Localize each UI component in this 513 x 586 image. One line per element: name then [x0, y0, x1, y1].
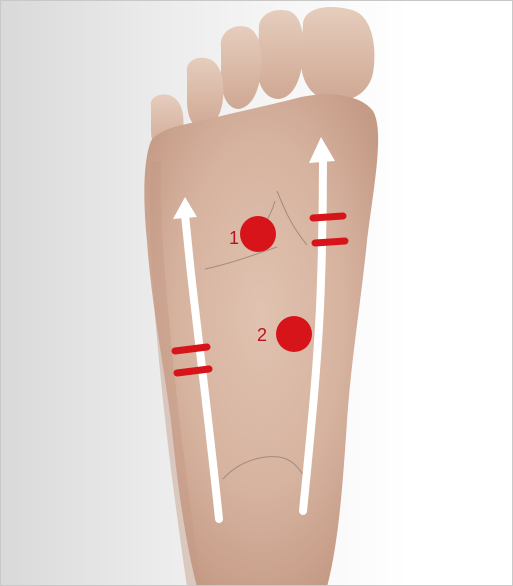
dash-mark: [175, 347, 207, 351]
red-dot-icon: [240, 216, 276, 252]
red-dot-icon: [276, 316, 312, 352]
point-label: 2: [257, 325, 267, 345]
dash-mark: [313, 216, 343, 218]
third-toe: [221, 26, 262, 109]
big-toe: [301, 7, 374, 101]
dash-mark: [315, 241, 345, 243]
dash-mark: [177, 369, 209, 373]
second-toe: [257, 10, 303, 99]
point-label: 1: [229, 228, 239, 248]
